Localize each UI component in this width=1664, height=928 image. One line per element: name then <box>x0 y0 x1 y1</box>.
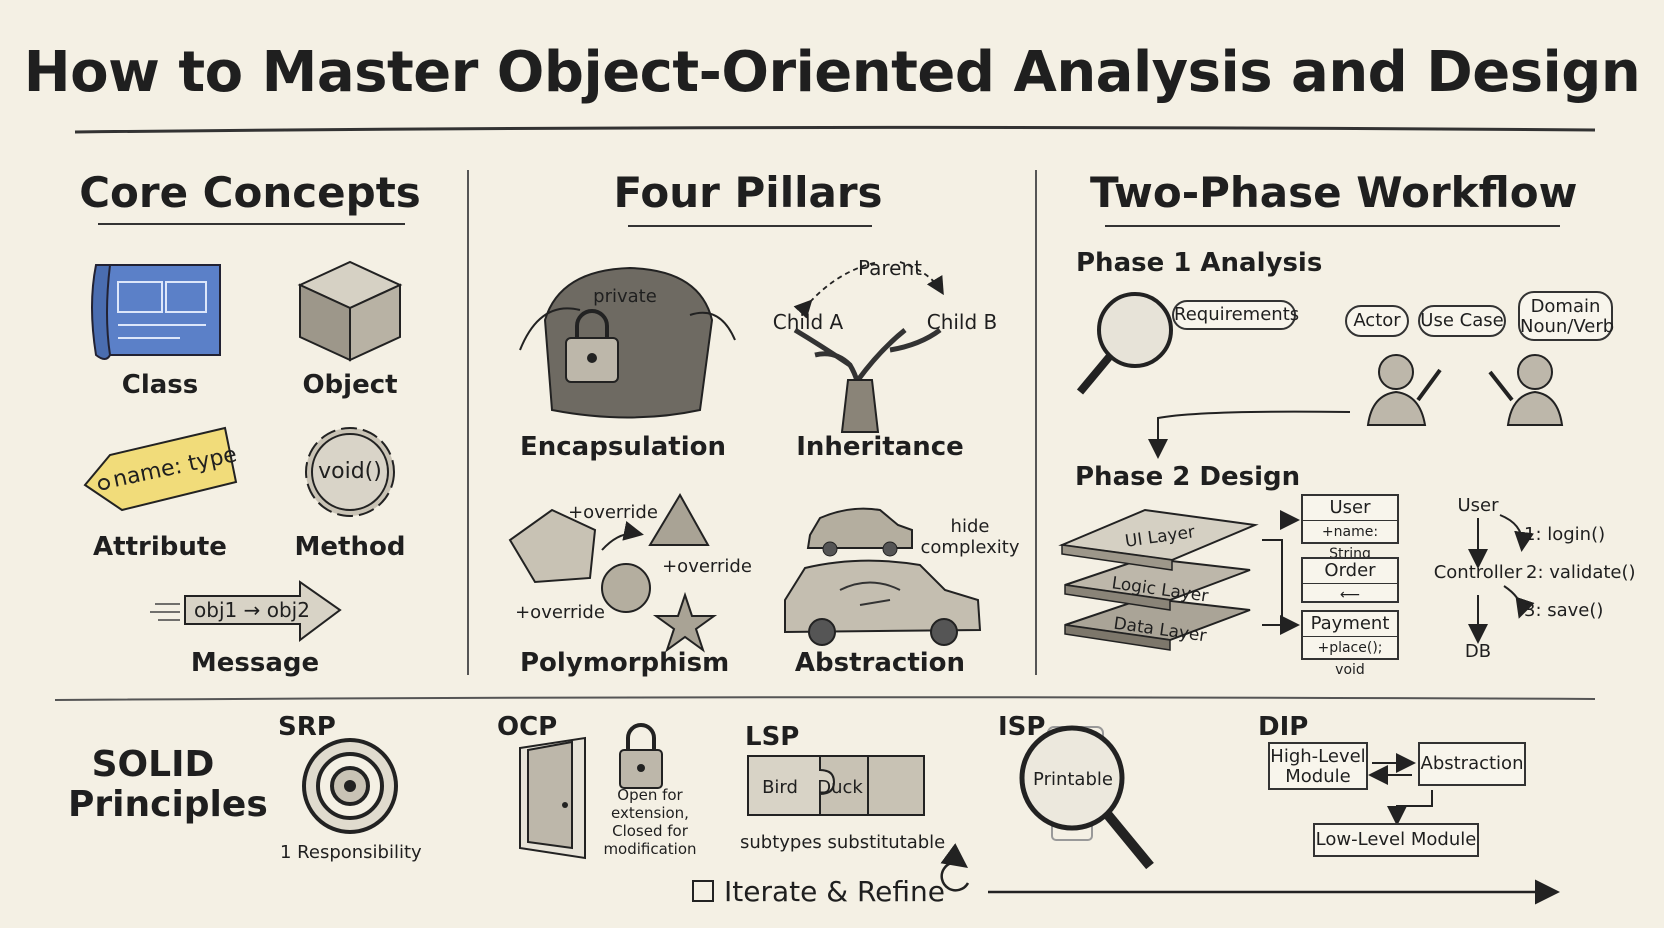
parent-label: Parent <box>857 256 923 280</box>
seq-db: DB <box>1464 641 1492 662</box>
override-label-2: +override <box>662 556 752 577</box>
user-class-box: User +name: String <box>1301 494 1399 562</box>
payment-class-methods: +place(); void <box>1317 640 1383 678</box>
blueprint-icon <box>91 264 221 360</box>
seq-step-2: 2: validate() <box>1526 562 1636 583</box>
isp-label: ISP <box>998 712 1046 742</box>
lsp-duck: Duck <box>817 777 863 798</box>
class-label: Class <box>121 370 199 400</box>
workflow-heading: Two-Phase Workflow <box>1090 168 1578 217</box>
encapsulation-label: Encapsulation <box>520 432 726 462</box>
low-level-module-box: Low-Level Module <box>1313 823 1479 857</box>
child-b-label: Child B <box>926 310 998 334</box>
user-class-name: User <box>1303 496 1397 521</box>
payment-class-name: Payment <box>1303 612 1397 637</box>
ocp-caption-2: extension, <box>611 804 689 822</box>
padlock-icon <box>619 723 663 789</box>
override-label-3: +override <box>515 602 605 623</box>
srp-caption: 1 Responsibility <box>280 842 422 863</box>
ocp-caption-1: Open for <box>617 786 683 804</box>
iterate-label: Iterate & Refine <box>724 875 946 908</box>
iterate-checkbox[interactable] <box>692 880 714 902</box>
encapsulation-box-icon <box>519 266 736 419</box>
seq-step-3: 3: save() <box>1524 600 1604 621</box>
page-title: How to Master Object-Oriented Analysis a… <box>23 40 1641 105</box>
high-level-module-box: High-Level Module <box>1268 742 1368 790</box>
attribute-label: Attribute <box>93 532 227 562</box>
isp-magnifier-icon <box>1019 725 1154 870</box>
hide-note: hide <box>950 516 990 537</box>
seq-user: User <box>1457 495 1499 516</box>
isp-printable: Printable <box>1033 769 1113 790</box>
high-level-text-1: High-Level <box>1270 746 1366 767</box>
four-pillars-heading: Four Pillars <box>613 168 883 217</box>
puzzle-icon <box>747 755 925 816</box>
srp-label: SRP <box>278 712 336 742</box>
polymorphism-shapes-icon <box>508 493 718 653</box>
abstraction-box: Abstraction <box>1418 742 1526 786</box>
child-a-label: Child A <box>772 310 844 334</box>
ocp-caption-4: modification <box>603 840 697 858</box>
domain-text-2: Noun/Verb <box>1520 316 1615 337</box>
seq-step-1: 1: login() <box>1524 524 1606 545</box>
requirements-bubble: Requirements <box>1172 300 1299 330</box>
dip-label: DIP <box>1258 712 1309 742</box>
gear-icon <box>305 427 395 517</box>
private-tag: private <box>593 286 657 307</box>
override-label-1: +override <box>568 502 658 523</box>
core-concepts-heading: Core Concepts <box>79 168 421 217</box>
solid-divider <box>54 696 1596 701</box>
lsp-label: LSP <box>745 722 800 752</box>
layer-stack-icon <box>1058 508 1259 651</box>
inheritance-label: Inheritance <box>796 432 964 462</box>
abstraction-label: Abstraction <box>794 648 966 678</box>
message-label: Message <box>190 648 320 678</box>
seq-controller: Controller <box>1433 562 1523 583</box>
class-bracket <box>1262 519 1298 626</box>
tag-icon <box>83 426 238 512</box>
method-label: Method <box>294 532 406 562</box>
domain-text-1: Domain <box>1530 296 1601 317</box>
car-icon <box>784 507 982 646</box>
phase-arrow <box>1148 410 1351 459</box>
use-case-bubble: Use Case <box>1418 305 1506 337</box>
order-class-body: ⟵ <box>1339 587 1361 603</box>
actor-bubble: Actor <box>1345 305 1409 337</box>
user-class-attr: +name: String <box>1321 524 1379 562</box>
people-icon <box>1366 354 1564 426</box>
title-underline <box>74 125 1596 134</box>
domain-bubble: Domain Noun/Verb <box>1518 291 1615 341</box>
complexity-note: complexity <box>920 537 1020 558</box>
payment-class-box: Payment +place(); void <box>1301 610 1399 678</box>
high-level-text-2: Module <box>1285 766 1351 787</box>
polymorphism-label: Polymorphism <box>520 648 730 678</box>
order-class-box: Order ⟵ <box>1301 557 1399 603</box>
target-icon <box>302 738 398 834</box>
solid-heading-1: SOLID <box>91 744 215 785</box>
tree-icon <box>793 261 944 433</box>
message-arrow-icon <box>150 580 342 642</box>
phase2-heading: Phase 2 Design <box>1075 462 1301 492</box>
lsp-bird: Bird <box>762 777 798 798</box>
solid-heading-2: Principles <box>68 784 268 825</box>
cube-icon <box>297 260 403 362</box>
iterate-cycle-icon <box>940 843 970 892</box>
object-label: Object <box>302 370 398 400</box>
magnifier-icon <box>1076 292 1173 395</box>
ocp-label: OCP <box>497 712 558 742</box>
door-icon <box>519 736 586 860</box>
phase1-heading: Phase 1 Analysis <box>1076 248 1323 278</box>
lsp-caption: subtypes substitutable <box>740 832 946 853</box>
ocp-caption-3: Closed for <box>612 822 688 840</box>
method-gear-text: void() <box>318 459 382 484</box>
order-class-name: Order <box>1303 559 1397 584</box>
message-arrow-text: obj1 → obj2 <box>194 598 310 622</box>
